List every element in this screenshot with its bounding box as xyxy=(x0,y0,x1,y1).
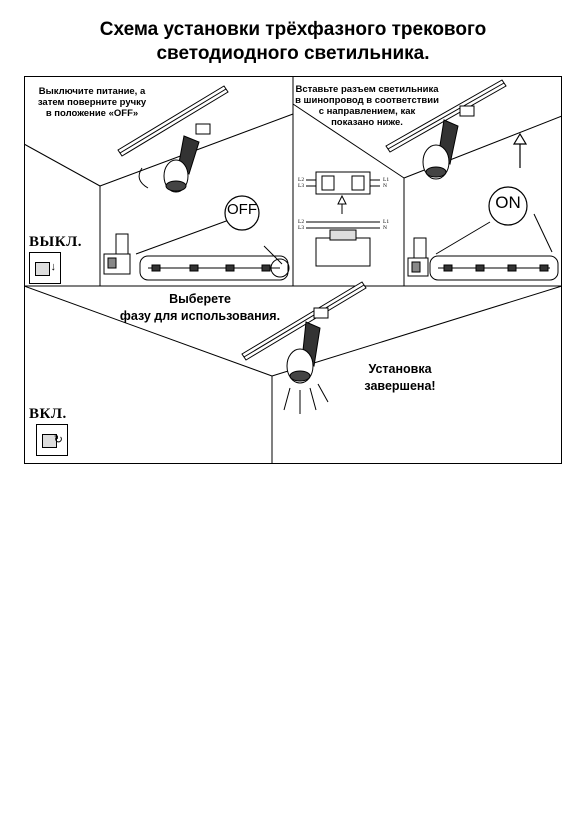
wire-label: N xyxy=(383,225,387,231)
step3-instruction-line2: фазу для использования. xyxy=(119,309,281,323)
step2-on-callout xyxy=(488,186,528,226)
document-title-line1: Схема установки трёхфазного трекового xyxy=(99,19,487,40)
step3-switch-label: ВКЛ. xyxy=(29,406,67,422)
step3-instruction: Выберете фазу для использования. xyxy=(110,291,290,325)
step2-connector-diagram xyxy=(306,171,380,267)
switch-plate-icon xyxy=(35,262,50,276)
step2-up-arrow xyxy=(512,132,528,168)
step1-off-callout xyxy=(224,195,260,231)
step1-spotlight-illustration xyxy=(138,123,211,193)
switch-plate-icon xyxy=(42,434,57,448)
document-title-line2: светодиодного светильника. xyxy=(156,43,430,64)
wire-labels-top-left: L2 L3 xyxy=(298,177,304,189)
step3-spotlight-illustration xyxy=(283,307,329,414)
installation-diagram-art xyxy=(24,76,562,464)
step1-track-rail xyxy=(117,85,229,157)
step2-adapter-detail xyxy=(407,213,559,281)
wire-label: L3 xyxy=(298,183,305,189)
off-badge: OFF xyxy=(227,201,257,218)
step1-instruction: Выключите питание, а затем поверните руч… xyxy=(26,86,158,119)
wall-switch-off-icon: ↓ xyxy=(29,252,61,284)
rotate-arrow-icon: ↻ xyxy=(53,434,63,446)
step1-instruction-line3: в положение «OFF» xyxy=(45,108,139,119)
wire-label: L3 xyxy=(298,225,305,231)
wire-label: L1 xyxy=(383,219,390,225)
step2-instruction-line4: показано ниже. xyxy=(331,117,403,128)
step2-instruction: Вставьте разъем светильника в шинопровод… xyxy=(294,84,440,128)
wire-labels-top-right: L1 N xyxy=(383,177,389,189)
completion-message: Установка завершена! xyxy=(350,361,450,395)
step1-adapter-detail xyxy=(103,219,290,281)
wire-labels-bottom-right: L1 N xyxy=(383,219,389,231)
step3-instruction-line1: Выберете xyxy=(169,292,231,306)
on-badge: ON xyxy=(495,193,521,212)
wire-label: L1 xyxy=(383,177,390,183)
completion-message-line1: Установка xyxy=(368,362,432,376)
step2-instruction-line3: с направлением, как xyxy=(318,106,416,117)
step1-instruction-line1: Выключите питание, а xyxy=(38,86,146,97)
step2-spotlight-illustration xyxy=(422,105,475,180)
wall-switch-on-icon: ↻ xyxy=(36,424,68,456)
step2-instruction-line2: в шинопровод в соответствии xyxy=(295,95,439,106)
wire-label: N xyxy=(383,183,387,189)
step1-instruction-line2: затем поверните ручку xyxy=(37,97,147,108)
step1-switch-label: ВЫКЛ. xyxy=(29,234,83,250)
wire-label: L2 xyxy=(298,177,305,183)
wire-label: L2 xyxy=(298,219,305,225)
step2-instruction-line1: Вставьте разъем светильника xyxy=(295,84,439,95)
step2-track-rail xyxy=(385,79,507,153)
step3-track-rail xyxy=(241,281,367,361)
rotate-arrow-icon: ↓ xyxy=(50,261,57,273)
wire-labels-bottom-left: L2 L3 xyxy=(298,219,304,231)
completion-message-line2: завершена! xyxy=(364,379,436,393)
